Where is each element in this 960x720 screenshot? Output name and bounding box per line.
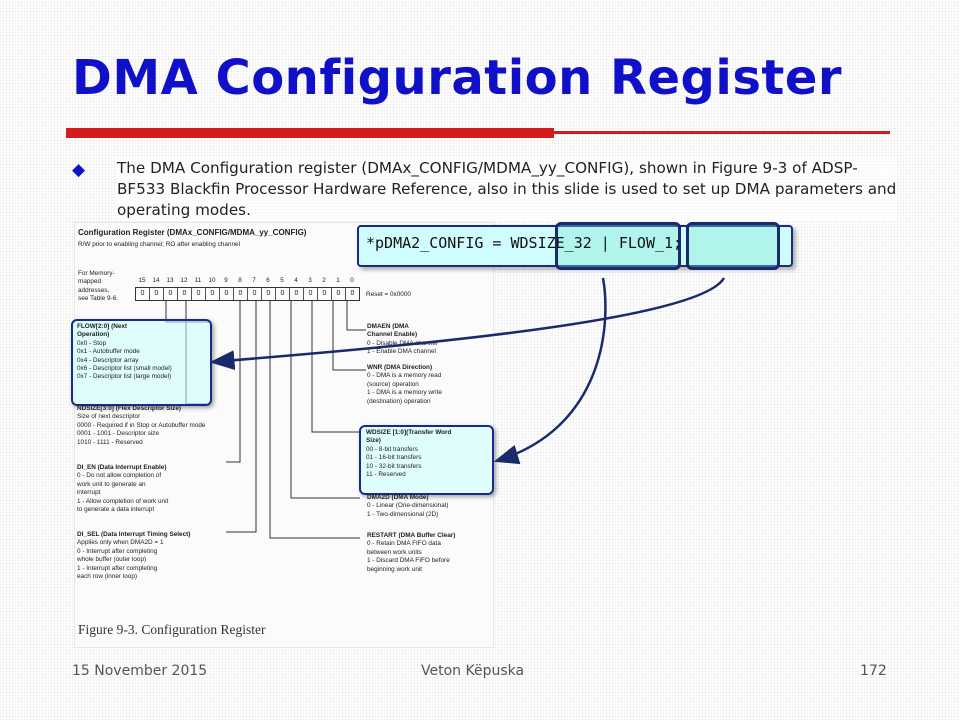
figure-title: Configuration Register (DMAx_CONFIG/MDMA… (78, 228, 307, 237)
wnr-field-description: WNR (DMA Direction) 0 - DMA is a memory … (367, 364, 442, 405)
figure-caption: Figure 9-3. Configuration Register (78, 622, 266, 637)
figure-subtitle: R/W prior to enabling channel; RO after … (78, 241, 240, 248)
di-en-field-description: DI_EN (Data Interrupt Enable) 0 - Do not… (77, 464, 169, 514)
mem-note: For Memory- mapped addresses, see Table … (78, 270, 119, 303)
footer-page-number: 172 (860, 663, 887, 679)
restart-field-description: RESTART (DMA Buffer Clear) 0 - Retain DM… (367, 532, 456, 573)
title-underline-thick (66, 128, 554, 138)
diamond-bullet-icon: ◆ (72, 160, 86, 180)
slide-title: DMA Configuration Register (72, 50, 843, 106)
flow-highlight (686, 222, 780, 270)
flow-field-description: FLOW[2:0] (Next Operation) 0x0 - Stop 0x… (77, 323, 172, 381)
reset-value: Reset = 0x0000 (366, 291, 411, 298)
wdsize-callout (359, 425, 494, 495)
footer-author: Veton Këpuska (421, 663, 525, 679)
code-statement: *pDMA2_CONFIG = WDSIZE_32 | FLOW_1; (366, 234, 683, 252)
code-statement-box (357, 225, 793, 267)
footer-date: 15 November 2015 (72, 663, 208, 679)
dmaen-field-description: DMAEN (DMA Channel Enable) 0 - Disable D… (367, 323, 438, 356)
ndsize-field-description: NDSIZE[3:0] (Flex Descriptor Size) Size … (77, 405, 206, 446)
wdsize-field-description: WDSIZE [1:0](Transfer Word Size) 00 - 8-… (366, 429, 452, 479)
wdsize-highlight (555, 222, 681, 270)
di-sel-field-description: DI_SEL (Data Interrupt Timing Select) Ap… (77, 531, 191, 581)
dma2d-field-description: DMA2D (DMA Mode) 0 - Linear (One-dimensi… (367, 494, 449, 518)
title-underline-thin (554, 131, 890, 134)
bullet-text: The DMA Configuration register (DMAx_CON… (117, 158, 897, 221)
